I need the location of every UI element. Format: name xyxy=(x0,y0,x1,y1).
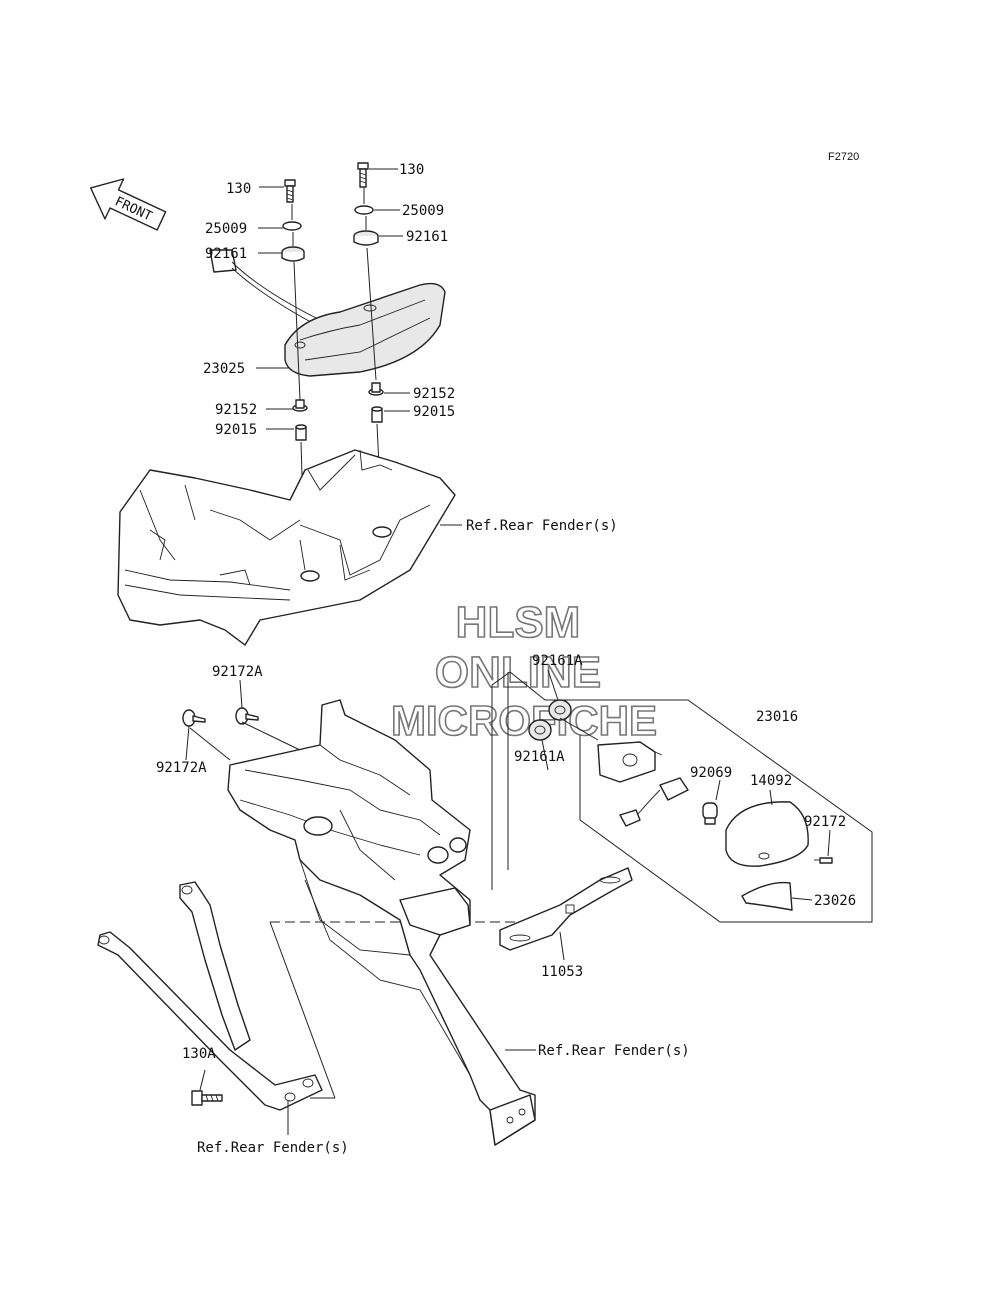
label-25009-right: 25009 xyxy=(402,203,444,219)
bolt-130A xyxy=(191,1090,223,1106)
screw-92172 xyxy=(814,857,833,864)
label-92161-left: 92161 xyxy=(205,246,247,262)
collar-92015-left xyxy=(295,424,307,441)
bracket-11053 xyxy=(499,867,633,951)
label-92015-left: 92015 xyxy=(215,422,257,438)
diagram-code: F2720 xyxy=(828,151,859,163)
watermark-line-3: MICROFICHE xyxy=(391,697,657,744)
label-11053: 11053 xyxy=(541,964,583,980)
label-ref-rear-fender-3: Ref.Rear Fender(s) xyxy=(197,1140,349,1156)
grommet-92161-left xyxy=(281,246,305,262)
label-ref-rear-fender-2: Ref.Rear Fender(s) xyxy=(538,1043,690,1059)
license-plate-bracket xyxy=(227,699,536,1146)
lamp-harness xyxy=(619,777,689,827)
lamp-socket-base xyxy=(597,741,663,783)
label-14092: 14092 xyxy=(750,773,792,789)
label-92015-right: 92015 xyxy=(413,404,455,420)
label-92172A-top: 92172A xyxy=(212,664,263,680)
clip-92172A-left xyxy=(182,709,206,727)
label-92161-right: 92161 xyxy=(406,229,448,245)
bushing-92152-right xyxy=(368,382,384,396)
collar-92015-right xyxy=(371,406,383,423)
rear-rail-stays xyxy=(97,881,323,1111)
grommet-92161A-bottom xyxy=(528,719,552,741)
lens-cover-14092 xyxy=(725,801,809,867)
label-130-left: 130 xyxy=(226,181,251,197)
label-25009-left: 25009 xyxy=(205,221,247,237)
label-92152-right: 92152 xyxy=(413,386,455,402)
washer-25009-left xyxy=(282,221,302,231)
lens-23026 xyxy=(741,881,793,911)
watermark-line-1: HLSM xyxy=(456,598,581,647)
watermark: HLSM ONLINE MICROFICHE xyxy=(390,597,658,745)
label-92069: 92069 xyxy=(690,765,732,781)
label-23016: 23016 xyxy=(756,709,798,725)
bolt-130-right xyxy=(357,162,369,188)
assembly-outline-23016 xyxy=(491,671,873,923)
washer-25009-right xyxy=(354,205,374,215)
bolt-130-left xyxy=(284,179,296,203)
label-92152-left: 92152 xyxy=(215,402,257,418)
label-130-right: 130 xyxy=(399,162,424,178)
grommet-92161A-top xyxy=(548,699,572,721)
bushing-92152-left xyxy=(292,399,308,412)
front-direction-arrow-icon: FRONT xyxy=(90,178,167,231)
rear-fender-reference-upper xyxy=(117,449,456,646)
clip-92172A-right xyxy=(235,707,259,725)
label-92161A-bottom: 92161A xyxy=(514,749,565,765)
label-130A: 130A xyxy=(182,1046,216,1062)
label-23025: 23025 xyxy=(203,361,245,377)
label-92172A-left: 92172A xyxy=(156,760,207,776)
label-23026: 23026 xyxy=(814,893,856,909)
bulb-92069 xyxy=(702,802,718,825)
label-92172: 92172 xyxy=(804,814,846,830)
tail-lamp-23025 xyxy=(209,249,446,377)
label-92161A-top: 92161A xyxy=(532,653,583,669)
label-ref-rear-fender-1: Ref.Rear Fender(s) xyxy=(466,518,618,534)
watermark-line-2: ONLINE xyxy=(435,648,601,697)
grommet-92161-right xyxy=(353,230,379,246)
